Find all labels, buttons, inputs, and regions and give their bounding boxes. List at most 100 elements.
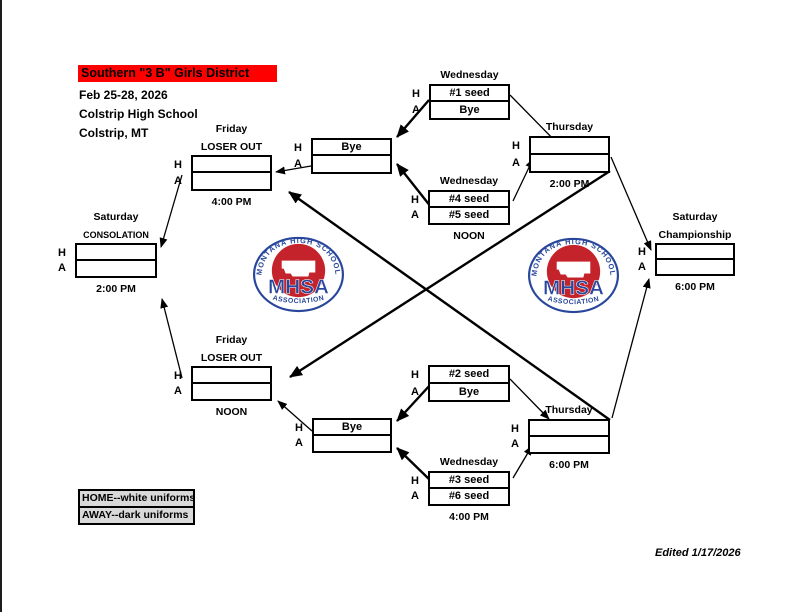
day-label: Friday xyxy=(215,334,248,346)
mhsa-logo-left: MONTANA HIGH SCHOOL MHSA ASSOCIATION xyxy=(252,236,345,313)
away-label: A xyxy=(174,385,182,398)
svg-text:ASSOCIATION: ASSOCIATION xyxy=(547,296,600,306)
game-wed-seed1: Wednesday H A #1 seed Bye xyxy=(412,69,510,120)
game-thursday-200: Thursday H A 2:00 PM xyxy=(512,121,610,190)
team-slot-bottom xyxy=(657,260,733,275)
note-label: CONSOLATION xyxy=(83,230,149,240)
note-label: LOSER OUT xyxy=(200,352,263,364)
team-slot-bottom xyxy=(193,384,270,400)
home-label: H xyxy=(638,246,646,259)
team-slot-top: Bye xyxy=(313,140,390,156)
home-label: H xyxy=(174,369,182,382)
team-slot-top xyxy=(193,368,270,384)
time-label: 4:00 PM xyxy=(449,511,489,523)
logo-org-bottom-text: ASSOCIATION xyxy=(547,296,600,306)
time-label: 6:00 PM xyxy=(675,281,715,293)
game-saturday-championship: Saturday Championship H A 6:00 PM xyxy=(638,211,735,293)
venue-location: Colstrip, MT xyxy=(79,126,149,140)
team-slot-top: Bye xyxy=(314,420,390,436)
svg-text:ASSOCIATION: ASSOCIATION xyxy=(272,295,325,305)
away-label: A xyxy=(411,209,419,222)
team-slot-top xyxy=(657,245,733,260)
day-label: Saturday xyxy=(672,211,718,223)
home-away-labels: H A xyxy=(409,86,423,118)
game-thursday-600: Thursday H A 6:00 PM xyxy=(511,404,610,471)
team-slot-bottom xyxy=(314,436,390,452)
home-label: H xyxy=(412,88,420,100)
day-label: Friday xyxy=(215,123,248,135)
page-left-border xyxy=(0,0,2,612)
home-away-labels: H A xyxy=(408,367,422,400)
time-label: NOON xyxy=(453,230,485,242)
day-label: Saturday xyxy=(93,211,139,223)
team-slot-top: #1 seed xyxy=(431,86,508,102)
home-label: H xyxy=(512,140,520,153)
away-label: A xyxy=(174,175,182,187)
away-label: A xyxy=(295,437,303,450)
day-label: Thursday xyxy=(545,404,593,416)
game-wed-4v5: Wednesday H A #4 seed #5 seed NOON xyxy=(411,175,510,242)
day-label: Thursday xyxy=(545,121,594,133)
team-slot-bottom xyxy=(530,437,608,453)
game-bye-bottom: H A Bye xyxy=(295,418,392,453)
event-dates: Feb 25-28, 2026 xyxy=(79,88,168,102)
logo-org-bottom-text: ASSOCIATION xyxy=(272,295,325,305)
home-label: H xyxy=(411,474,419,487)
home-away-labels: H A xyxy=(292,420,306,451)
game-friday-loserout-400: Friday LOSER OUT H A 4:00 PM xyxy=(174,123,272,208)
away-label: A xyxy=(512,156,520,169)
logo-acronym-text: MHSA xyxy=(543,276,604,299)
time-label: 2:00 PM xyxy=(549,178,590,190)
home-label: H xyxy=(511,422,519,435)
day-label: Wednesday xyxy=(439,175,499,187)
time-label: NOON xyxy=(215,406,248,418)
away-label: A xyxy=(511,438,519,451)
away-label: A xyxy=(411,385,419,398)
team-slot-bottom: Bye xyxy=(458,385,480,398)
away-label: A xyxy=(411,490,419,503)
team-slot-bottom xyxy=(77,261,155,277)
logo-acronym-text: MHSA xyxy=(268,275,329,298)
legend-home-row: HOME--white uniforms xyxy=(80,491,195,508)
away-label: A xyxy=(412,104,420,116)
game-wed-3v6: Wednesday H A #3 seed #6 seed 4:00 PM xyxy=(411,456,510,523)
note-label: LOSER OUT xyxy=(200,141,263,153)
day-label: Wednesday xyxy=(439,456,499,468)
home-label: H xyxy=(58,246,66,259)
team-slot-top: #2 seed xyxy=(430,367,508,384)
team-slot-top: #4 seed xyxy=(430,192,508,208)
time-label: 4:00 PM xyxy=(211,196,252,208)
note-label: Championship xyxy=(658,229,732,241)
home-away-labels: H A xyxy=(55,245,69,276)
title-banner: Southern "3 B" Girls District xyxy=(78,65,277,82)
home-away-labels: H A xyxy=(635,245,649,274)
away-label: A xyxy=(58,262,66,275)
team-slot-bottom: Bye xyxy=(459,104,480,116)
day-label: Wednesday xyxy=(440,69,499,81)
game-saturday-consolation: Saturday CONSOLATION H A 2:00 PM xyxy=(58,211,157,295)
team-slot-bottom: #6 seed xyxy=(448,490,490,503)
legend-away-row: AWAY--dark uniforms xyxy=(82,509,189,521)
team-slot-bottom xyxy=(193,173,270,189)
home-label: H xyxy=(295,421,303,434)
home-away-labels: H A xyxy=(408,192,422,223)
venue-name: Colstrip High School xyxy=(79,107,198,121)
home-away-labels: H A xyxy=(291,140,305,172)
home-away-labels: H A xyxy=(509,138,523,171)
team-slot-top xyxy=(531,138,608,155)
team-slot-top xyxy=(193,157,270,173)
home-away-labels: H A xyxy=(171,368,185,399)
home-away-labels: H A xyxy=(508,421,522,452)
uniform-legend: HOME--white uniforms AWAY--dark uniforms xyxy=(78,489,195,525)
home-away-labels: H A xyxy=(408,473,422,504)
time-label: 6:00 PM xyxy=(549,459,589,471)
team-slot-top xyxy=(77,245,155,261)
team-slot-bottom: #5 seed xyxy=(448,209,490,222)
team-slot-bottom xyxy=(313,156,390,172)
home-label: H xyxy=(411,369,419,382)
team-slot-bottom xyxy=(531,155,608,172)
game-bye-top: H A Bye xyxy=(294,138,392,174)
time-label: 2:00 PM xyxy=(96,283,136,295)
team-slot-top xyxy=(530,421,608,437)
